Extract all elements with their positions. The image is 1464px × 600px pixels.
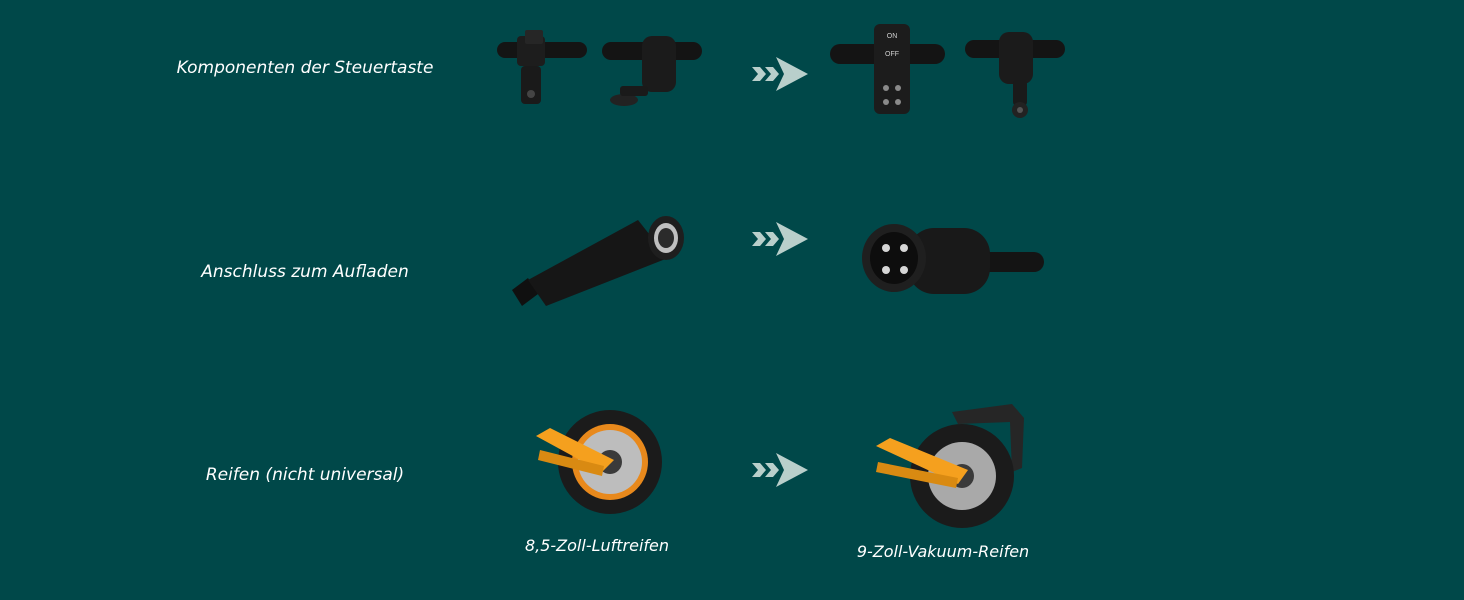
new-tire-caption: 9-Zoll-Vakuum-Reifen <box>856 542 1030 561</box>
old-throttle-key-photo <box>602 36 702 106</box>
new-control-button-photo: ON OFF <box>830 24 945 114</box>
row-label-control-components: Komponenten der Steuertaste <box>176 58 434 78</box>
old-tire-caption: 8,5-Zoll-Luftreifen <box>524 536 670 555</box>
double-chevron-arrow-icon <box>752 57 808 91</box>
off-label: OFF <box>885 51 899 58</box>
old-tire-photo <box>536 410 662 514</box>
row-label-tires: Reifen (nicht universal) <box>205 465 405 485</box>
row-label-charging-port: Anschluss zum Aufladen <box>201 262 409 282</box>
old-charging-connector-photo <box>512 216 684 306</box>
old-control-button-photo <box>497 30 587 104</box>
new-tire-photo <box>876 404 1024 528</box>
double-chevron-arrow-icon <box>752 453 808 487</box>
on-label: ON <box>887 33 898 40</box>
new-charging-connector-photo <box>862 224 1044 294</box>
double-chevron-arrow-icon <box>752 222 808 256</box>
new-throttle-key-photo <box>965 32 1065 118</box>
